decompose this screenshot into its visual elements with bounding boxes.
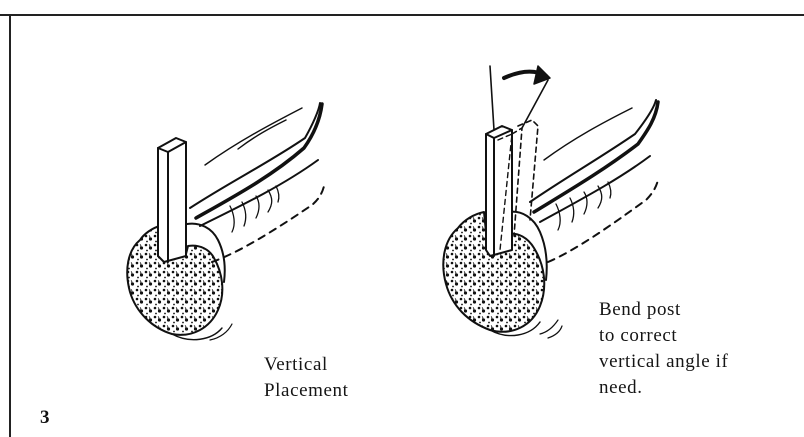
caption-line: Vertical (264, 352, 349, 378)
caption-line: Bend post (599, 297, 728, 323)
figure-number: 3 (40, 407, 50, 429)
left-jaw-illustration (127, 103, 324, 340)
vertical-placement-caption: Vertical Placement (264, 352, 349, 404)
caption-line: need. (599, 375, 728, 401)
caption-line: Placement (264, 378, 349, 404)
caption-line: vertical angle if (599, 349, 728, 375)
caption-line: to correct (599, 323, 728, 349)
bend-post-caption: Bend post to correct vertical angle if n… (599, 297, 728, 401)
